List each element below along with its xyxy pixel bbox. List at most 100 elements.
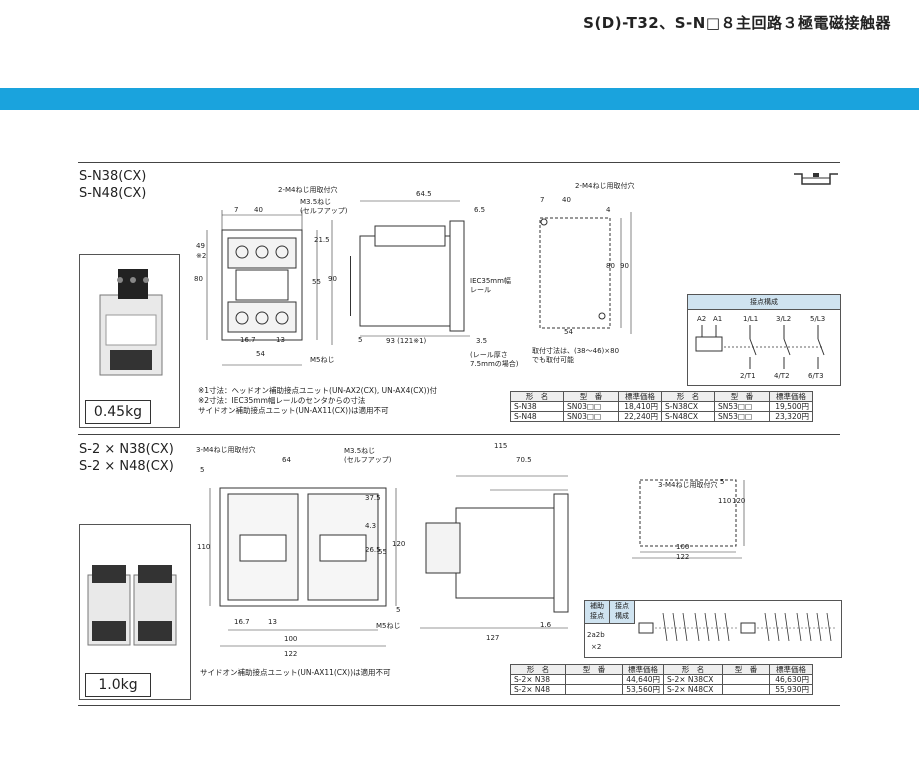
contact-config-value: ×2 [591, 643, 602, 651]
twin-contact-config-box: 補助 接点 接点 構成 2a2b ×2 [584, 600, 842, 658]
dim-label: 21.5 [314, 236, 330, 244]
section1-models: S-N38(CX) S-N48(CX) [79, 168, 146, 202]
dim-label: 49 [196, 242, 205, 250]
dim-label: 93 (121※1) [386, 337, 427, 345]
table-cell: 18,410円 [618, 401, 662, 412]
section2-models: S-2 × N38(CX) S-2 × N48(CX) [79, 441, 174, 475]
dim-label: 4 [606, 206, 611, 214]
table-cell: S-N48 [510, 411, 564, 422]
terminal-label: 4/T2 [774, 372, 790, 380]
dim-label: 6.5 [474, 206, 486, 214]
model-name: S-2 × N38(CX) [79, 442, 174, 457]
table-cell: 23,320円 [769, 411, 813, 422]
contact-config-box: 接点構成 A2 A1 1/L1 3/L2 5/L3 2/T1 4/T2 6/T3 [687, 294, 841, 386]
dim-label: 54 [564, 328, 573, 336]
table-row: S-N38 SN03□□ 18,410円 S-N38CX SN53□□ 19,5… [510, 401, 813, 412]
dim-label: 3.5 [476, 337, 488, 345]
dim-label: 4.3 [365, 522, 377, 530]
table-header: 形 名 [663, 664, 723, 675]
table-header: 型 番 [563, 391, 619, 402]
contact-header: 接点 [590, 612, 604, 620]
note-line: ※2寸法：IEC35mm幅レールのセンタからの寸法 [198, 396, 366, 405]
dim-label: 5 [200, 466, 205, 474]
table-header: 型 番 [714, 391, 770, 402]
table-cell: SN53□□ [714, 401, 770, 412]
section2-notes: サイドオン補助接点ユニット(UN-AX11(CX))は適用不可 [200, 668, 391, 678]
dim-label: 7.5mmの場合) [470, 360, 519, 368]
dim-label: M5ねじ [310, 356, 335, 364]
mount-note: 取付寸法は、(38～46)×80 [532, 347, 620, 355]
contact-header: 接点 [615, 602, 629, 610]
dim-label: 120 [732, 497, 746, 505]
table-row: S-N48 SN03□□ 22,240円 S-N48CX SN53□□ 23,3… [510, 411, 813, 422]
price-table-2: 形 名 型 番 標準価格 形 名 型 番 標準価格 S-2× N38 44,64… [510, 664, 813, 695]
accent-bar [0, 88, 919, 110]
terminal-label: 2/T1 [740, 372, 756, 380]
table-header: 標準価格 [769, 391, 813, 402]
dim-label: 80 [606, 262, 615, 270]
dim-label: 13 [268, 618, 277, 626]
mount-note: でも取付可能 [532, 356, 574, 364]
dim-label: 122 [284, 650, 298, 658]
weight-label: 0.45kg [85, 400, 151, 424]
dim-label: 110 [718, 497, 732, 505]
dim-label: 2-M4ねじ用取付穴 [278, 186, 338, 194]
dim-label: 3-M4ねじ用取付穴 [196, 446, 256, 454]
table-header: 標準価格 [622, 664, 664, 675]
model-name: S-2 × N48(CX) [79, 459, 174, 474]
dim-label: 120 [392, 540, 406, 548]
table-header-row: 形 名 型 番 標準価格 形 名 型 番 標準価格 [510, 664, 813, 675]
dim-label: 115 [494, 442, 508, 450]
dim-label: (セルフアップ) [344, 456, 392, 464]
dim-label: 13 [276, 336, 285, 344]
dim-label: M3.5ねじ [300, 198, 332, 206]
dim-label: 110 [197, 543, 211, 551]
dim-label: IEC35mm幅 [470, 277, 511, 285]
twin-mounting-drawing [632, 479, 745, 559]
contact-config-value: 2a2b [587, 631, 605, 639]
dim-label: 70.5 [516, 456, 532, 464]
table-cell [565, 674, 623, 685]
dim-label: 5 [358, 336, 363, 344]
table-cell: S-2× N48 [510, 684, 566, 695]
dim-label: 1.6 [540, 621, 552, 629]
model-name: S-N48(CX) [79, 186, 147, 201]
model-name: S-N38(CX) [79, 169, 147, 184]
section1-notes: ※1寸法：ヘッドオン補助接点ユニット(UN-AX2(CX), UN-AX4(CX… [198, 386, 437, 416]
dim-label: 64.5 [416, 190, 432, 198]
contact-config-title: 接点構成 [688, 295, 840, 310]
page-title: S(D)-T32、S-N□８主回路３極電磁接触器 [583, 14, 891, 32]
table-header-row: 形 名 型 番 標準価格 形 名 型 番 標準価格 [510, 391, 813, 402]
contactor-photo [99, 269, 163, 376]
din-rail-icon [794, 173, 838, 185]
dim-label: 122 [676, 553, 690, 561]
dim-label: 7 [540, 196, 545, 204]
table-cell [722, 684, 770, 695]
twin-contact-schematic [638, 612, 835, 642]
table-header: 型 番 [722, 664, 770, 675]
table-cell: 53,560円 [622, 684, 664, 695]
note-line: ※1寸法：ヘッドオン補助接点ユニット(UN-AX2(CX), UN-AX4(CX… [198, 386, 437, 395]
dim-label: 90 [620, 262, 629, 270]
dim-label: 100 [676, 543, 690, 551]
terminal-label: 6/T3 [808, 372, 824, 380]
table-cell: 19,500円 [769, 401, 813, 412]
terminal-label: 5/L3 [810, 315, 826, 323]
note-line: サイドオン補助接点ユニット(UN-AX11(CX))は適用不可 [200, 668, 391, 677]
table-cell: S-2× N48CX [663, 684, 723, 695]
table-header: 形 名 [661, 391, 715, 402]
price-table-1: 形 名 型 番 標準価格 形 名 型 番 標準価格 S-N38 SN03□□ 1… [510, 391, 813, 422]
table-header: 形 名 [510, 391, 564, 402]
table-cell: S-N48CX [661, 411, 715, 422]
dim-label: 40 [254, 206, 263, 214]
section-divider-rule [78, 434, 840, 435]
weight-label: 1.0kg [85, 673, 151, 697]
side-view-drawing [350, 200, 470, 337]
dim-label: (レール厚さ [470, 351, 508, 359]
dim-label: 55 [312, 278, 321, 286]
table-header: 型 番 [565, 664, 623, 675]
table-header: 標準価格 [769, 664, 813, 675]
table-cell [565, 684, 623, 695]
table-cell: S-N38 [510, 401, 564, 412]
twin-front-view-drawing [209, 487, 397, 647]
